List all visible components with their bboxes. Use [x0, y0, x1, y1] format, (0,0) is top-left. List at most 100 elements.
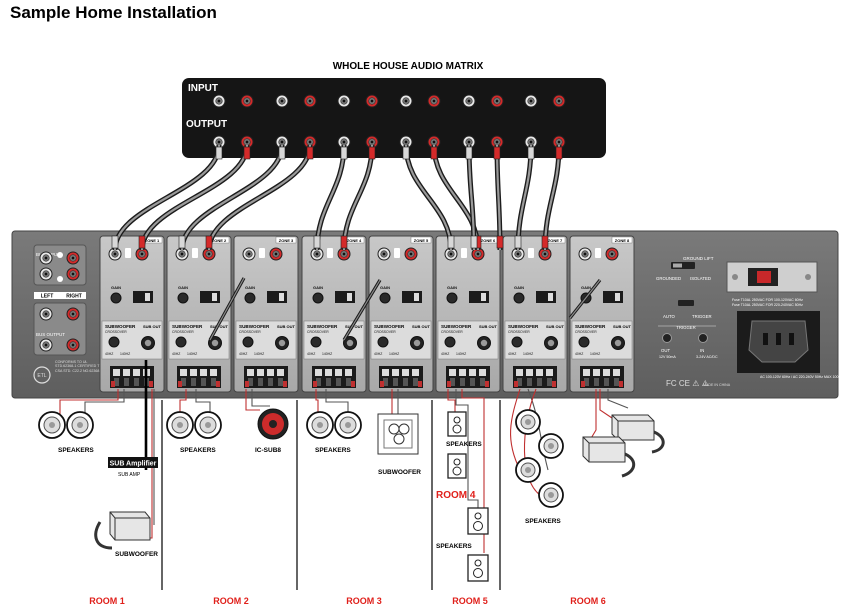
ceiling-speaker — [38, 411, 66, 439]
crossover-knob[interactable] — [511, 336, 523, 348]
gain-knob[interactable] — [446, 292, 458, 304]
bus-input-jack-right[interactable] — [66, 251, 80, 265]
gain-label: GAIN — [447, 285, 457, 290]
crossover-min-label: 40HZ — [105, 352, 113, 356]
crossover-knob[interactable] — [578, 336, 590, 348]
crossover-knob[interactable] — [377, 336, 389, 348]
rca-patch-cable — [402, 144, 455, 251]
bus-output-jack-right[interactable] — [66, 307, 80, 321]
crossover-knob[interactable] — [242, 336, 254, 348]
room4-label: ROOM 4 — [436, 490, 476, 501]
gain-knob[interactable] — [110, 292, 122, 304]
wall-speaker — [447, 453, 467, 479]
gain-knob[interactable] — [244, 292, 256, 304]
subwoofer-box — [582, 436, 636, 478]
matrix-input-jack-white[interactable] — [275, 94, 289, 108]
matrix-input-label: INPUT — [188, 83, 218, 94]
matrix-input-jack-white[interactable] — [462, 94, 476, 108]
crossover-max-label: 140HZ — [120, 352, 130, 356]
zone-input-jack-white[interactable] — [444, 247, 458, 261]
zone-input-jack-red[interactable] — [471, 247, 485, 261]
zone-input-jack-red[interactable] — [404, 247, 418, 261]
bus-input-jack-right[interactable] — [66, 267, 80, 281]
crossover-knob[interactable] — [444, 336, 456, 348]
matrix-input-jack-red[interactable] — [552, 94, 566, 108]
matrix-output-jack-red[interactable] — [240, 135, 254, 149]
gain-knob[interactable] — [312, 292, 324, 304]
matrix-input-jack-red[interactable] — [427, 94, 441, 108]
zone-input-jack-red[interactable] — [605, 247, 619, 261]
ic-sub8-label: IC-SUB8 — [255, 447, 281, 454]
trigger-mode-label: TRIGGER — [692, 314, 712, 319]
sub-amp-label: SUB AMP — [118, 472, 141, 478]
matrix-input-jack-white[interactable] — [212, 94, 226, 108]
zone-input-jack-white[interactable] — [377, 247, 391, 261]
subwoofer-crossover-title: SUBWOOFER — [575, 324, 606, 329]
crossover-min-label: 40HZ — [575, 352, 583, 356]
zone-input-jack-red[interactable] — [202, 247, 216, 261]
matrix-output-jack-red[interactable] — [552, 135, 566, 149]
bus-input-jack-left[interactable] — [39, 251, 53, 265]
matrix-output-jack-white[interactable] — [337, 135, 351, 149]
room-dividers — [161, 400, 501, 590]
rca-patch-cable — [178, 144, 286, 251]
patch-cables — [111, 144, 602, 341]
rca-patch-cable — [514, 144, 535, 251]
crossover-max-label: 140HZ — [254, 352, 264, 356]
crossover-max-label: 140HZ — [456, 352, 466, 356]
trigger-mode-switch[interactable] — [678, 300, 694, 306]
room3-speakers-label: SPEAKERS — [315, 447, 351, 454]
gain-knob[interactable] — [177, 292, 189, 304]
crossover-min-label: 40HZ — [172, 352, 180, 356]
matrix-input-jack-red[interactable] — [490, 94, 504, 108]
gain-label: GAIN — [380, 285, 390, 290]
gain-knob[interactable] — [513, 292, 525, 304]
zone-input-jack-white[interactable] — [511, 247, 525, 261]
trigger-out-jack[interactable] — [662, 333, 672, 343]
subwoofer-crossover-title: SUBWOOFER — [307, 324, 338, 329]
bus-output-jack-left[interactable] — [39, 307, 53, 321]
rca-patch-cable — [205, 144, 314, 251]
subwoofer-crossover-title: SUBWOOFER — [172, 324, 203, 329]
voltage-selector-switch[interactable] — [757, 271, 771, 283]
zone-label: ZONE 4 — [347, 238, 362, 243]
subwoofer-box — [611, 414, 665, 454]
in-ceiling-subwoofer — [257, 408, 289, 440]
bus-output-label: BUS OUTPUT — [36, 332, 65, 337]
crossover-knob[interactable] — [108, 336, 120, 348]
sub-amplifier-tag — [108, 457, 158, 468]
room-4-5-equipment: SPEAKERS ROOM 4 SPEAKERS — [436, 411, 489, 582]
matrix-input-jack-red[interactable] — [240, 94, 254, 108]
trigger-in-jack[interactable] — [698, 333, 708, 343]
zone-input-jack-red[interactable] — [269, 247, 283, 261]
matrix-output-jack-red[interactable] — [490, 135, 504, 149]
zone-label: ZONE 6 — [481, 238, 496, 243]
bus-output-jack-right[interactable] — [66, 338, 80, 352]
matrix-input-jack-white[interactable] — [399, 94, 413, 108]
sub-out-label: SUB OUT — [546, 324, 565, 329]
matrix-input-jack-red[interactable] — [303, 94, 317, 108]
crossover-knob[interactable] — [310, 336, 322, 348]
subwoofer-crossover-title: SUBWOOFER — [105, 324, 136, 329]
gain-knob[interactable] — [379, 292, 391, 304]
trigger-label: TRIGGER — [676, 325, 696, 330]
room-labels: ROOM 1 ROOM 2 ROOM 3 ROOM 5 ROOM 6 — [89, 596, 606, 606]
matrix-input-jack-white[interactable] — [337, 94, 351, 108]
sub-out-label: SUB OUT — [479, 324, 498, 329]
zone-input-jack-white[interactable] — [242, 247, 256, 261]
gain-label: GAIN — [178, 285, 188, 290]
matrix-input-jack-white[interactable] — [524, 94, 538, 108]
bus-input-jack-left[interactable] — [39, 267, 53, 281]
ceiling-speaker — [334, 411, 362, 439]
zone-input-jack-white[interactable] — [578, 247, 592, 261]
isolated-label: ISOLATED — [690, 276, 711, 281]
matrix-input-jack-red[interactable] — [365, 94, 379, 108]
room-label: ROOM 6 — [570, 596, 606, 606]
room-label: ROOM 2 — [213, 596, 249, 606]
room1-speakers-label: SPEAKERS — [58, 447, 94, 454]
ceiling-speaker — [166, 411, 194, 439]
crossover-knob[interactable] — [175, 336, 187, 348]
bus-output-jack-left[interactable] — [39, 338, 53, 352]
